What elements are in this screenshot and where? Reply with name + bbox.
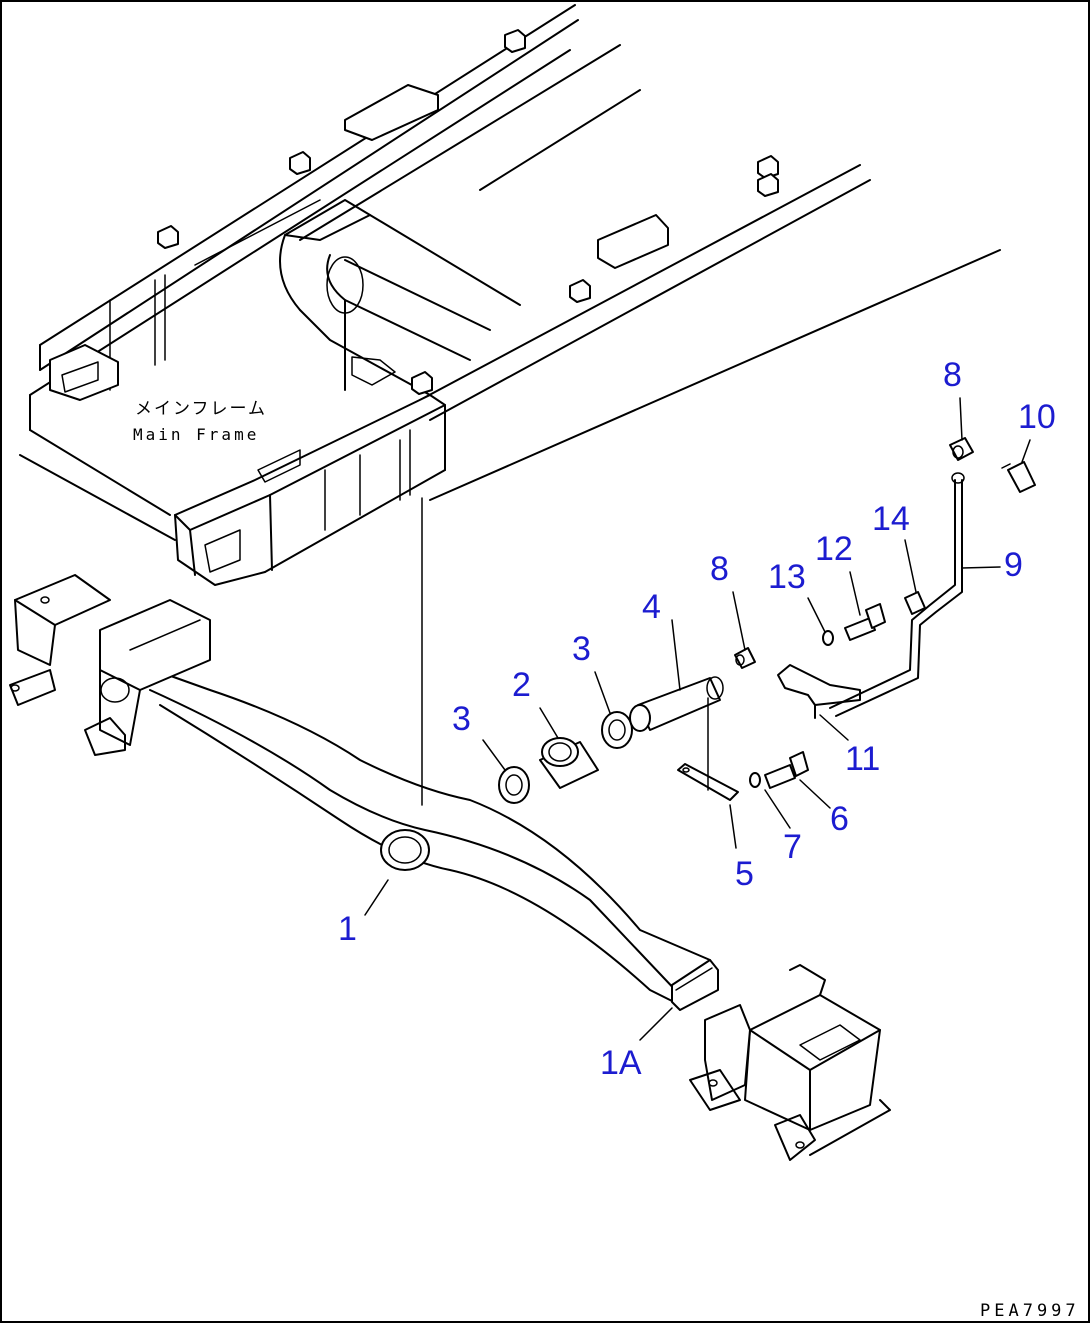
main-frame-assembly (19, 4, 1001, 586)
part-grease-fitting-middle (734, 647, 756, 669)
callout-3-right: 3 (572, 630, 591, 668)
left-mounting-bracket (9, 574, 211, 756)
callout-9: 9 (1004, 546, 1023, 584)
part-washer (749, 772, 761, 788)
callout-10: 10 (1018, 398, 1056, 436)
main-frame-label-jp: メインフレーム (135, 399, 267, 419)
callout-14: 14 (872, 500, 910, 538)
part-grease-nipple (1001, 461, 1036, 493)
callout-7: 7 (783, 828, 802, 866)
part-seal-left (498, 766, 530, 804)
equalizer-bar (139, 664, 719, 1011)
leader-lines (364, 397, 1031, 1041)
callout-4: 4 (642, 588, 661, 626)
callout-1: 1 (338, 910, 357, 948)
callout-3-left: 3 (452, 700, 471, 738)
callout-13: 13 (768, 558, 806, 596)
part-seal-right (601, 711, 633, 749)
callout-8-middle: 8 (710, 550, 729, 588)
part-bushing (539, 737, 599, 789)
part-pin (629, 676, 724, 732)
drawing-code: PEA7997 (980, 1301, 1080, 1321)
part-bolt-12 (844, 603, 886, 641)
callout-11: 11 (845, 740, 880, 778)
callout-5: 5 (735, 855, 754, 893)
part-bolt (764, 751, 809, 789)
part-clamp-bracket (777, 664, 861, 719)
right-mounting-bracket (689, 964, 891, 1161)
callout-6: 6 (830, 800, 849, 838)
callout-12: 12 (815, 530, 853, 568)
callout-1a: 1A (600, 1044, 642, 1082)
part-grease-fitting-top (949, 437, 974, 461)
main-frame-label-en: Main Frame (133, 425, 259, 444)
part-grease-tube (829, 472, 965, 717)
callout-2: 2 (512, 666, 531, 704)
callout-8-top: 8 (943, 356, 962, 394)
part-washer-13 (822, 630, 834, 646)
part-clamp (904, 591, 926, 615)
